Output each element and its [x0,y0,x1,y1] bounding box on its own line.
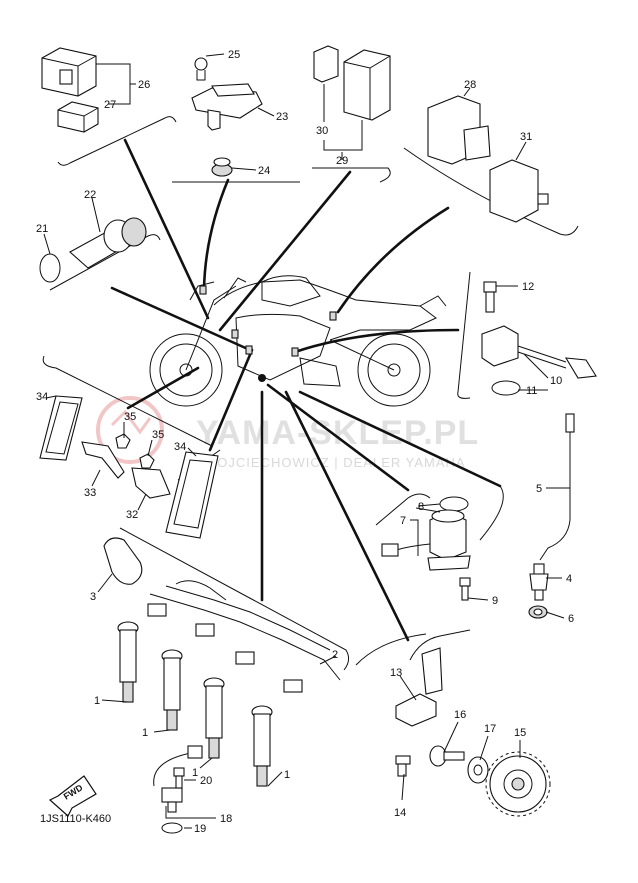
callout-9: 9 [492,595,498,607]
callout-12: 12 [522,281,534,293]
part-bolt-9 [459,577,471,601]
callout-19: 19 [194,823,206,835]
callout-11: 11 [526,385,537,397]
callout-28: 28 [464,79,476,91]
watermark: YAMA-SKLEP.PL WOJCIECHOWICZ | DEALER YAM… [96,396,479,470]
callout-10: 10 [550,375,562,387]
part-ignition-coil-1c [203,677,225,759]
callout-25: 25 [228,49,240,61]
callout-31: 31 [520,131,532,143]
callout-29: 29 [336,155,348,167]
callout-27: 27 [104,99,116,111]
part-relay-connector-27 [57,101,99,133]
part-ignition-coil-1d [251,705,273,787]
callout-8: 8 [418,501,424,513]
callout-leaders [43,53,570,829]
part-bracket-32 [131,467,171,499]
part-ignition-coil-1a [117,621,139,703]
part-temperature-sensor-22 [69,217,147,269]
callout-3: 3 [90,591,96,603]
part-nut-35-upper [115,433,131,449]
part-unit-28 [427,95,491,165]
callout-14: 14 [394,807,406,819]
part-washer-17 [467,756,489,784]
watermark-dealer: WOJCIECHOWICZ | DEALER YAMAHA [204,455,466,470]
part-bracket-33 [81,441,125,479]
callout-15: 15 [514,727,526,739]
part-clamp-3 [103,537,143,585]
part-o-ring-11 [491,380,521,396]
callout-21: 21 [36,223,48,235]
callout-1d: 1 [284,769,290,781]
part-nut-35-lower [139,453,155,469]
part-washer-6 [528,605,548,619]
callout-35-upper: 35 [124,411,136,423]
callout-18: 18 [220,813,232,825]
part-map-sensor-23 [191,83,263,131]
part-sensor-13 [395,629,471,727]
callout-32: 32 [126,509,138,521]
callout-33: 33 [84,487,96,499]
callout-6: 6 [568,613,574,625]
part-reflector-34-left [39,395,83,461]
leader-lines [110,138,502,642]
part-o-ring-8 [439,496,469,512]
callout-23: 23 [276,111,288,123]
fwd-arrow-icon: FWD [48,775,97,817]
part-o-ring-19 [161,822,183,834]
watermark-logo [96,396,164,464]
callout-numbers: 26 27 25 23 24 30 29 28 31 22 21 12 10 1… [36,49,574,835]
callout-16: 16 [454,709,466,721]
callout-35-lower: 35 [152,429,164,441]
callout-2: 2 [332,649,338,661]
part-sensor-10 [481,325,597,379]
callout-1a: 1 [94,695,100,707]
callout-22: 22 [84,189,96,201]
part-bolt-16 [429,745,465,767]
part-sensor-4 [529,563,549,601]
group-boundaries [42,116,579,671]
part-bolt-12 [483,281,497,313]
callout-30: 30 [316,125,328,137]
callout-4: 4 [566,573,572,585]
part-o-ring-21 [39,253,61,283]
part-wire-harness-2 [147,580,341,693]
part-sensor-18 [153,745,203,813]
part-gear-15 [485,751,551,817]
callout-20: 20 [200,775,212,787]
part-coupler-30 [313,45,339,83]
callout-26: 26 [138,79,150,91]
callout-17: 17 [484,723,496,735]
part-sensor-cable-5 [539,413,575,561]
callout-34-left: 34 [36,391,48,403]
part-relay-29 [343,49,391,121]
part-bolt-14 [395,755,411,777]
motorcycle-outline [149,275,447,407]
callout-24: 24 [258,165,270,177]
part-relay-connector-26 [41,47,97,97]
callout-13: 13 [390,667,402,679]
part-ignition-coil-1b [161,649,183,731]
diagram-code: 1JS1110-K460 [40,813,111,825]
callout-34-right: 34 [174,441,186,453]
part-grommet-24 [211,157,233,177]
part-unit-31 [489,159,549,223]
callout-1b: 1 [142,727,148,739]
part-reflector-34-right [165,451,219,539]
part-sensor-7 [381,509,471,571]
callout-5: 5 [536,483,542,495]
callout-1c: 1 [192,767,198,779]
part-screw-25 [194,57,208,81]
watermark-brand: YAMA-SKLEP.PL [196,414,479,452]
part-bolt-20 [173,767,185,789]
callout-7: 7 [400,515,406,527]
